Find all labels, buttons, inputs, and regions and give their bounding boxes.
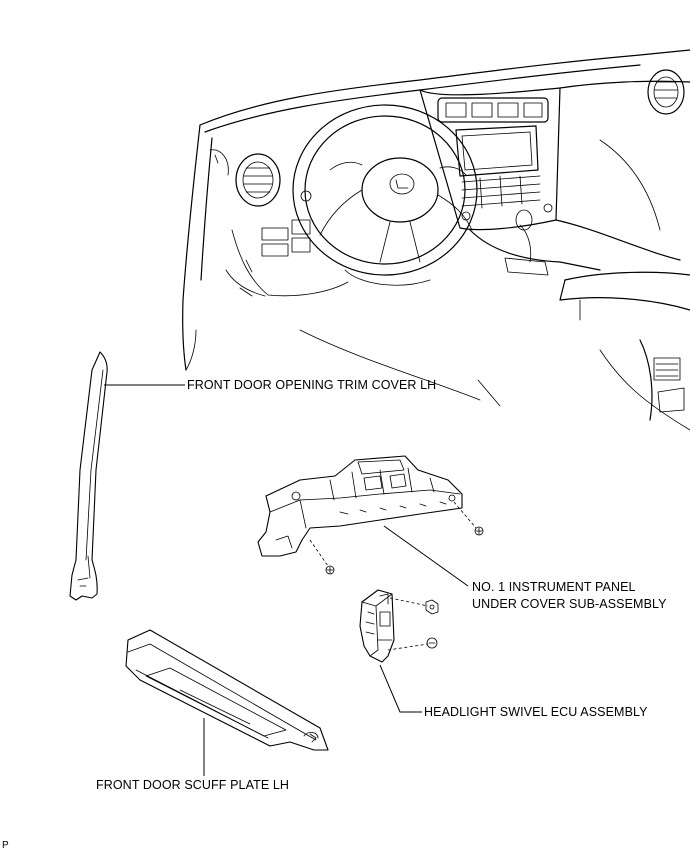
label-scuff-plate: FRONT DOOR SCUFF PLATE LH: [96, 778, 290, 792]
dashboard-illustration: [182, 49, 690, 431]
label-under-cover-line1: NO. 1 INSTRUMENT PANEL: [472, 580, 636, 594]
trim-cover-part: [69, 351, 108, 601]
label-headlight-ecu: HEADLIGHT SWIVEL ECU ASSEMBLY: [424, 705, 648, 719]
under-cover-part: [257, 455, 484, 575]
headlight-ecu-leader: [379, 664, 422, 713]
under-cover-leader: [383, 525, 469, 587]
scuff-plate-part: [125, 629, 329, 751]
label-trim-cover: FRONT DOOR OPENING TRIM COVER LH: [187, 378, 437, 392]
headlight-ecu-part: [359, 589, 439, 663]
label-under-cover-line2: UNDER COVER SUB-ASSEMBLY: [472, 597, 667, 611]
corner-mark: P: [2, 840, 9, 851]
